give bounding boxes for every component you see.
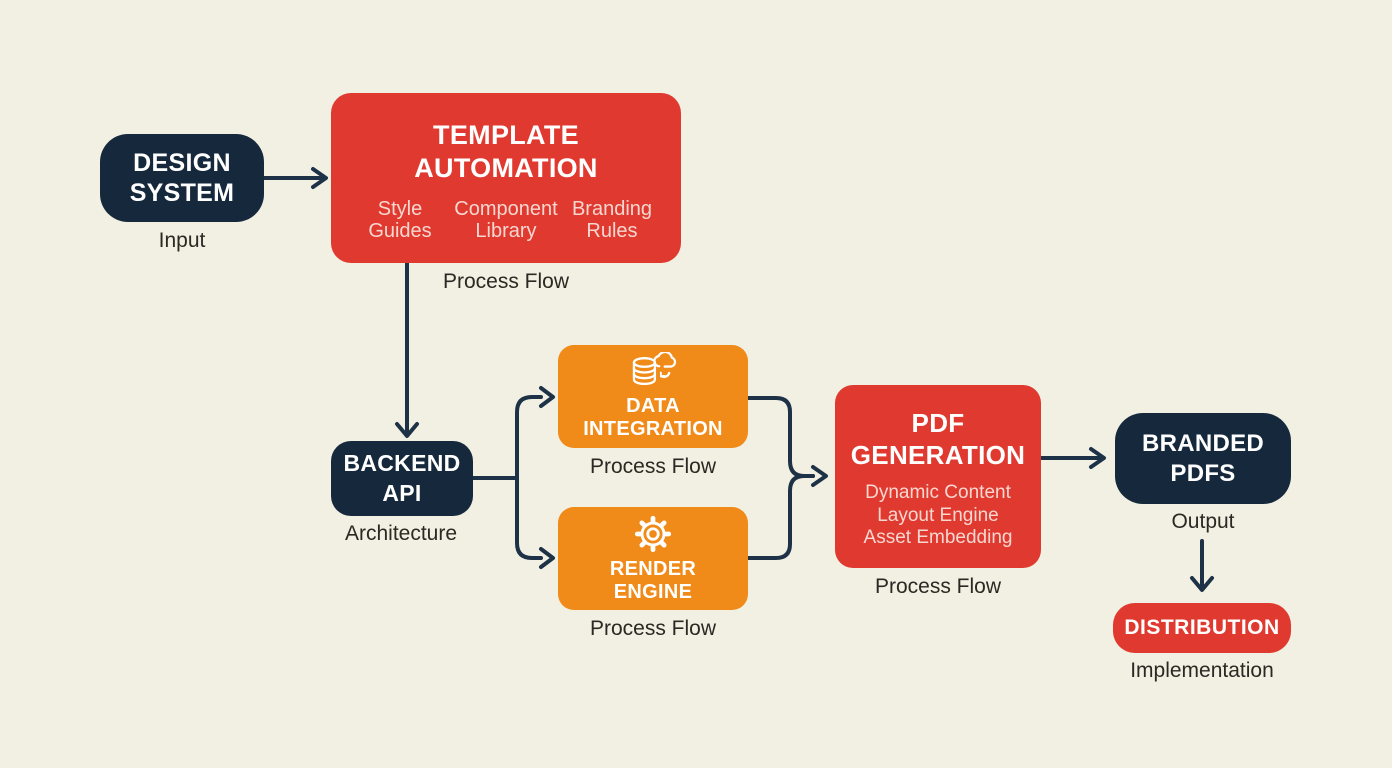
pdf-item-asset-embedding: Asset Embedding: [863, 526, 1013, 548]
data-integration-title-line2: INTEGRATION: [583, 418, 723, 440]
caption-distribution: Implementation: [1130, 659, 1274, 682]
arrow-merge-into-pdf: [811, 465, 828, 487]
design-system-title-line1: DESIGN: [133, 148, 231, 177]
branch-backend-to-render-engine: [515, 476, 555, 569]
node-render-engine: RENDER ENGINE: [558, 507, 748, 610]
node-distribution: DISTRIBUTION: [1113, 603, 1291, 653]
render-engine-title-line1: RENDER: [609, 558, 697, 580]
merge-render-engine-to-pdf: [746, 474, 815, 560]
node-design-system: DESIGN SYSTEM: [100, 134, 264, 222]
caption-pdf-generation: Process Flow: [874, 575, 1002, 598]
branded-pdfs-title-line2: PDFS: [1170, 459, 1236, 487]
branch-backend-to-data-integration: [515, 386, 555, 480]
node-template-automation: TEMPLATE AUTOMATION Style Guides Compone…: [331, 93, 681, 263]
pdf-item-dynamic-content: Dynamic Content: [865, 482, 1011, 504]
node-branded-pdfs: BRANDED PDFS: [1115, 413, 1291, 504]
distribution-title-line1: DISTRIBUTION: [1124, 616, 1280, 640]
pdf-item-layout-engine: Layout Engine: [877, 504, 999, 526]
database-cloud-icon: [632, 352, 677, 386]
connector-group: [262, 167, 1214, 592]
caption-template-automation: Process Flow: [442, 270, 570, 293]
template-automation-title-line2: AUTOMATION: [414, 153, 598, 184]
template-item-component-library: Component Library: [454, 198, 558, 243]
arrow-branded-to-distribution: [1190, 539, 1214, 592]
node-data-integration: DATA INTEGRATION: [558, 345, 748, 448]
caption-data-integration: Process Flow: [589, 455, 717, 478]
design-system-title-line2: SYSTEM: [129, 179, 235, 207]
pdf-generation-title-line1: PDF: [911, 407, 965, 438]
template-item-style-guides: Style Guides: [368, 198, 432, 243]
gear-icon: [634, 515, 672, 553]
arrow-template-to-backend: [395, 261, 419, 438]
caption-branded-pdfs: Output: [1171, 510, 1235, 533]
branded-pdfs-title-line1: BRANDED: [1141, 430, 1265, 458]
data-integration-title-line1: DATA: [626, 395, 680, 417]
arrow-pdf-to-branded: [1039, 447, 1106, 469]
arrow-design-to-template: [262, 167, 328, 189]
node-backend-api: BACKEND API: [331, 441, 473, 516]
render-engine-title-line2: ENGINE: [613, 581, 693, 603]
node-pdf-generation: PDF GENERATION Dynamic Content Layout En…: [835, 385, 1041, 568]
caption-backend-api: Architecture: [344, 522, 458, 545]
template-automation-title-line1: TEMPLATE: [433, 120, 579, 151]
template-automation-items: Style Guides Component Library Branding …: [348, 198, 664, 243]
pdf-generation-title-line2: GENERATION: [850, 439, 1026, 470]
caption-design-system: Input: [158, 229, 206, 252]
backend-api-title-line2: API: [382, 479, 422, 506]
pdf-generation-items: Dynamic Content Layout Engine Asset Embe…: [864, 482, 1013, 549]
merge-data-integration-to-pdf: [746, 396, 815, 478]
template-item-branding-rules: Branding Rules: [571, 198, 653, 243]
caption-render-engine: Process Flow: [589, 617, 717, 640]
backend-api-title-line1: BACKEND: [343, 449, 461, 476]
